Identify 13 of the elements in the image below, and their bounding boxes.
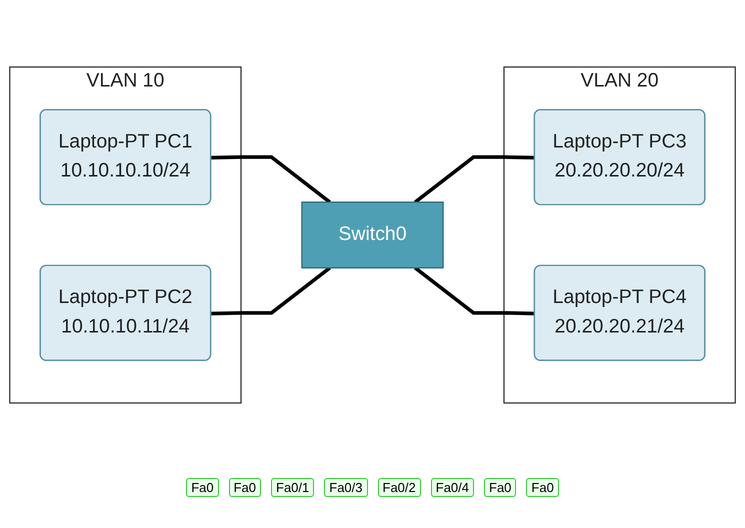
connector xyxy=(414,155,536,204)
port-label: Fa0/1 xyxy=(271,478,314,497)
connector xyxy=(414,266,536,316)
connector xyxy=(211,266,331,316)
port-label: Fa0/2 xyxy=(378,478,421,497)
port-label: Fa0 xyxy=(186,478,219,497)
port-label: Fa0/3 xyxy=(324,478,368,497)
port-label: Fa0 xyxy=(228,478,261,497)
node-box: Switch0 xyxy=(301,202,444,268)
connector xyxy=(211,155,331,204)
port-label: Fa0 xyxy=(484,478,516,497)
port-label: Fa0 xyxy=(526,478,559,497)
port-label: Fa0/4 xyxy=(430,478,474,497)
